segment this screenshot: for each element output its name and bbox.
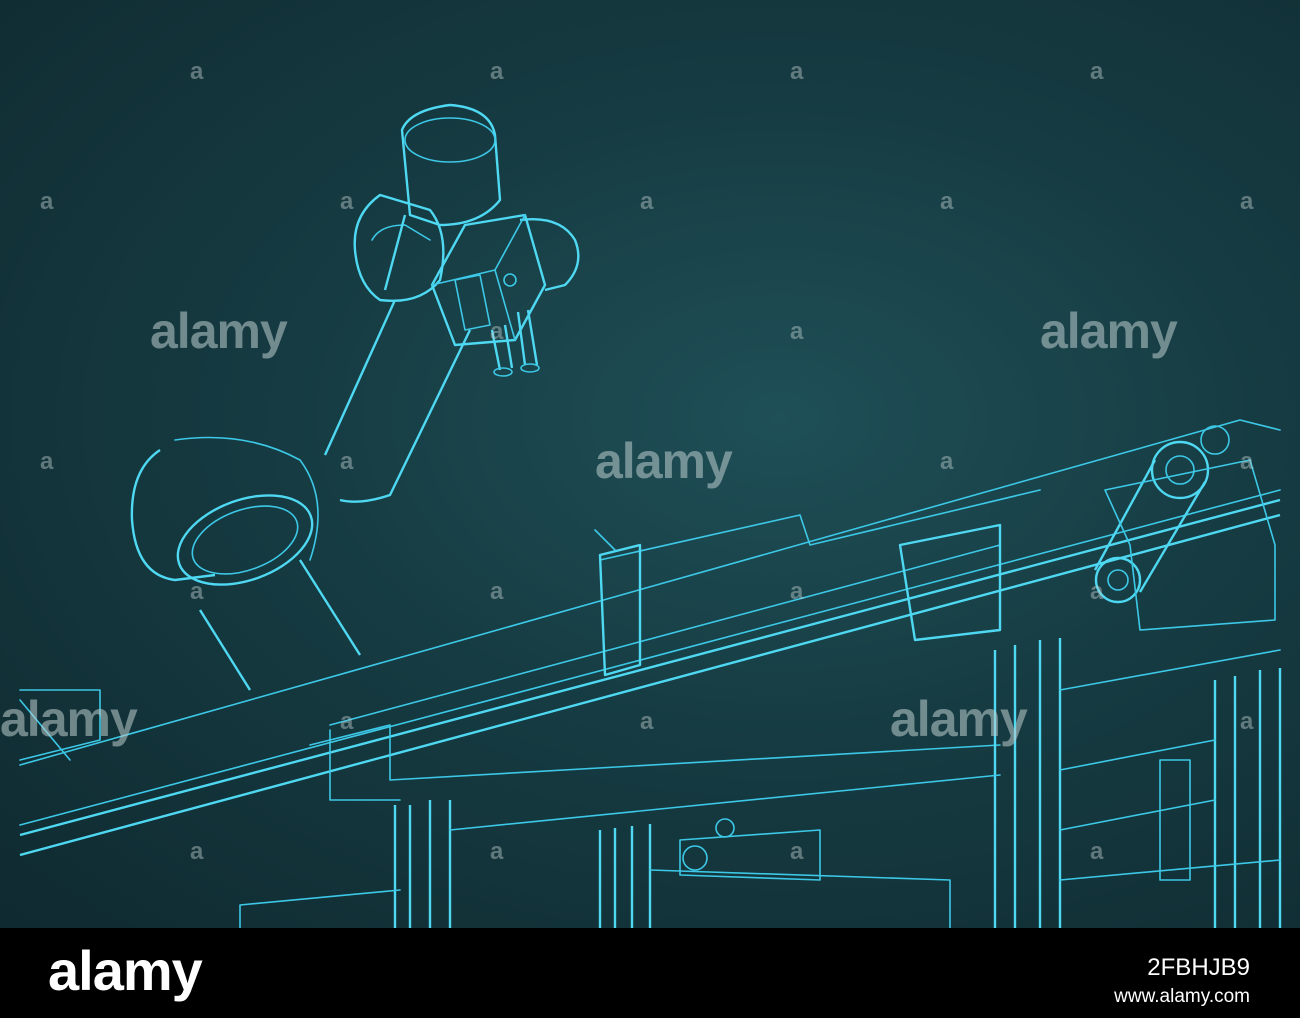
robot-arm bbox=[130, 103, 580, 691]
footer-bar: alamy 2FBHJB9 www.alamy.com bbox=[0, 928, 1300, 1018]
watermark-text: alamy bbox=[150, 303, 288, 359]
watermark-mark: a bbox=[1240, 708, 1254, 735]
watermark-mark: a bbox=[790, 838, 804, 865]
watermark-mark: a bbox=[790, 578, 804, 605]
brand-logo: alamy bbox=[48, 939, 203, 1002]
watermark-mark: a bbox=[190, 838, 204, 865]
watermark-mark: a bbox=[790, 58, 804, 85]
watermark-mark: a bbox=[40, 448, 54, 475]
watermark-mark: a bbox=[640, 708, 654, 735]
watermark-mark: a bbox=[490, 318, 504, 345]
watermark-mark: a bbox=[340, 188, 354, 215]
watermark-mark: a bbox=[1090, 838, 1104, 865]
watermark-mark: a bbox=[640, 188, 654, 215]
watermark-mark: a bbox=[490, 838, 504, 865]
watermark-mark: a bbox=[1090, 58, 1104, 85]
conveyor-frame bbox=[19, 419, 1282, 928]
watermark-mark: a bbox=[340, 708, 354, 735]
watermark-mark: a bbox=[790, 318, 804, 345]
watermark-mark: a bbox=[1090, 578, 1104, 605]
watermark-mark: a bbox=[190, 578, 204, 605]
watermark-mark: a bbox=[490, 578, 504, 605]
watermark-text: alamy bbox=[1040, 303, 1178, 359]
watermark-mark: a bbox=[490, 58, 504, 85]
blueprint-illustration: alamy alamy alamy alamy alamy a a a a a … bbox=[0, 0, 1300, 928]
watermark-mark: a bbox=[940, 448, 954, 475]
watermark-text: alamy bbox=[595, 433, 733, 489]
watermark-mark: a bbox=[40, 188, 54, 215]
image-id: 2FBHJB9 bbox=[1147, 954, 1250, 981]
watermark-mark: a bbox=[190, 58, 204, 85]
watermark-mark: a bbox=[940, 188, 954, 215]
watermark-text: alamy bbox=[890, 691, 1028, 747]
watermark-mark: a bbox=[1240, 448, 1254, 475]
robot-arm-conveyor-drawing bbox=[19, 103, 1282, 928]
watermark-mark: a bbox=[1240, 188, 1254, 215]
site-url: www.alamy.com bbox=[1114, 986, 1250, 1007]
watermark-mark: a bbox=[340, 448, 354, 475]
watermark-text: alamy bbox=[0, 691, 138, 747]
